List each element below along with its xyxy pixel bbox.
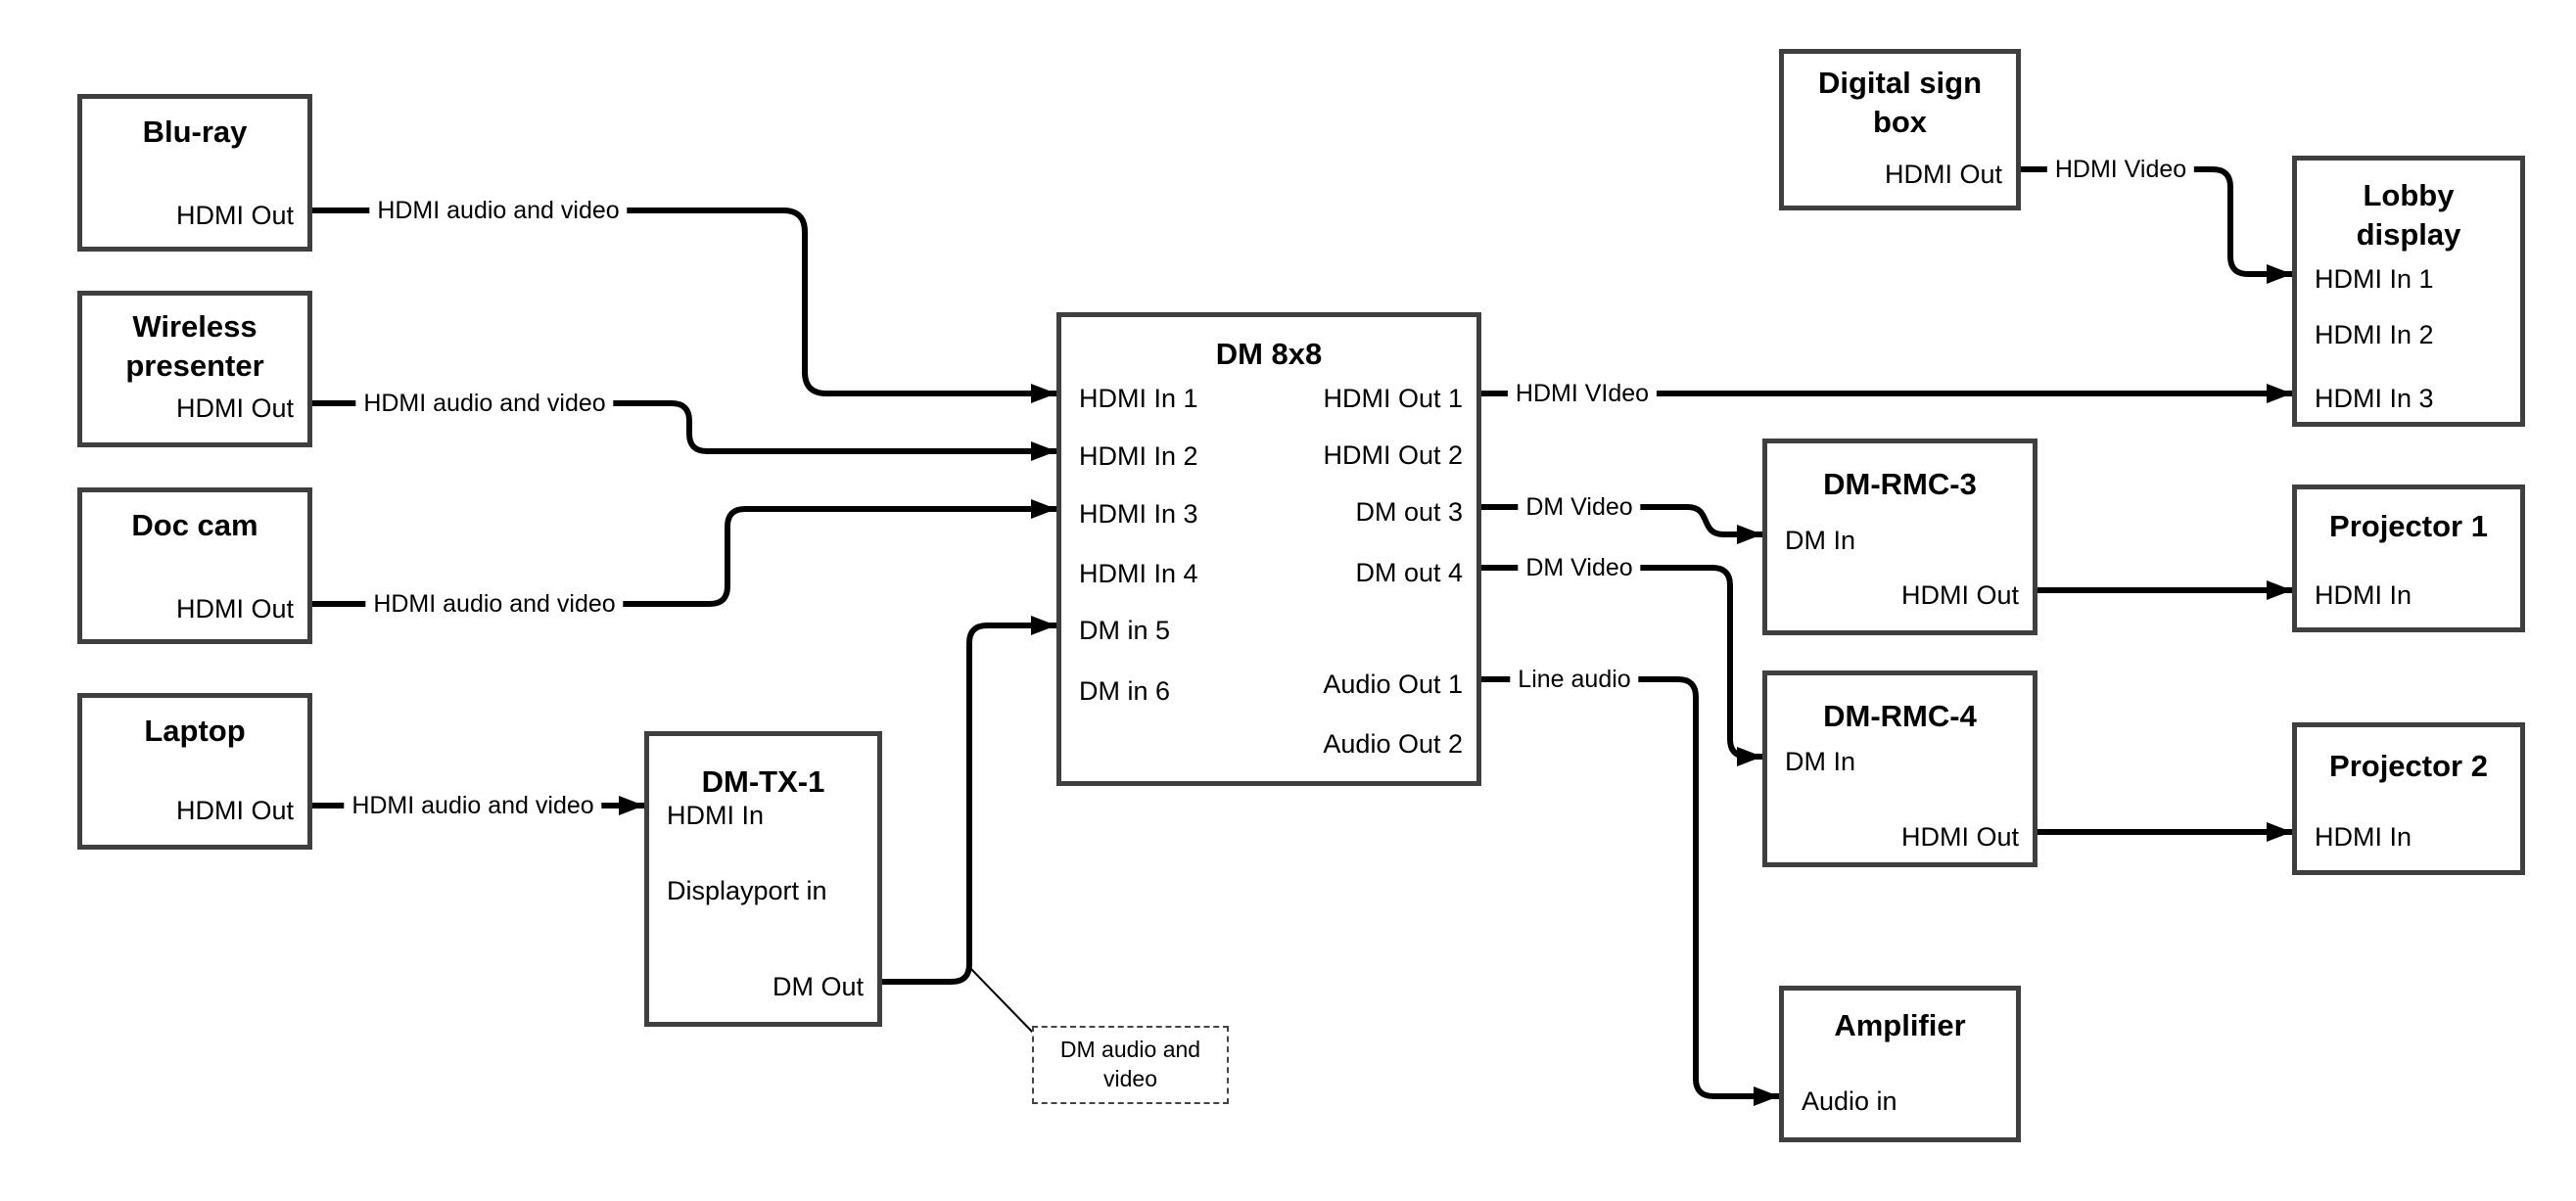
node-wireless-presenter[interactable]: Wireless presenter HDMI Out — [77, 291, 312, 447]
wire-dm8x8-out3-to-rmc3-dmin[interactable] — [1481, 504, 1762, 544]
port-rmc4-dm-in: DM In — [1785, 747, 1856, 776]
wire-label-hdmi-video-digisign: HDMI Video — [2046, 155, 2195, 184]
node-wireless-presenter-title: Wireless presenter — [125, 309, 264, 383]
node-dm-tx-1-title: DM-TX-1 — [701, 764, 825, 799]
port-dm8x8-hdmi-in-1: HDMI In 1 — [1079, 384, 1198, 413]
wire-label-doccam: HDMI audio and video — [365, 589, 624, 619]
port-dm8x8-audio-out-2: Audio Out 2 — [1323, 729, 1463, 759]
node-lobby-display[interactable]: Lobby display HDMI In 1 HDMI In 2 HDMI I… — [2292, 156, 2525, 427]
node-laptop-title: Laptop — [144, 714, 246, 748]
wire-bluray-to-dm8x8-in1[interactable] — [312, 208, 1056, 403]
node-bluray[interactable]: Blu-ray HDMI Out — [77, 94, 312, 252]
wire-dmtx1-dmout-to-dm8x8-in5[interactable] — [882, 616, 1056, 985]
port-dm8x8-hdmi-in-2: HDMI In 2 — [1079, 441, 1198, 471]
port-bluray-hdmi-out: HDMI Out — [175, 201, 294, 230]
port-lobby-hdmi-in-1: HDMI In 1 — [2315, 264, 2434, 294]
port-dmtx1-hdmi-in: HDMI In — [667, 801, 765, 830]
node-dm-rmc-3-title: DM-RMC-3 — [1823, 467, 1977, 501]
wire-label-dm-video-out4: DM Video — [1518, 553, 1641, 582]
node-amplifier-title: Amplifier — [1834, 1008, 1966, 1042]
wire-dm8x8-audio1-to-amp-audioin[interactable] — [1481, 676, 1779, 1106]
port-wireless-hdmi-out: HDMI Out — [175, 393, 294, 423]
node-doc-cam[interactable]: Doc cam HDMI Out — [77, 487, 312, 644]
node-bluray-title: Blu-ray — [142, 115, 248, 149]
port-rmc3-hdmi-out: HDMI Out — [1900, 580, 2019, 610]
port-dm8x8-hdmi-out-1: HDMI Out 1 — [1323, 384, 1463, 413]
port-lobby-hdmi-in-3: HDMI In 3 — [2315, 384, 2434, 413]
port-dm8x8-hdmi-out-2: HDMI Out 2 — [1323, 440, 1463, 470]
port-proj2-hdmi-in: HDMI In — [2315, 822, 2412, 852]
port-amp-audio-in: Audio in — [1802, 1086, 1897, 1116]
node-projector-2-title: Projector 2 — [2329, 749, 2488, 783]
port-dm8x8-dm-in-5: DM in 5 — [1079, 616, 1171, 645]
node-doc-cam-title: Doc cam — [131, 508, 258, 542]
node-projector-2[interactable]: Projector 2 HDMI In — [2292, 722, 2525, 875]
node-dm-8x8[interactable]: DM 8x8 HDMI In 1 HDMI In 2 HDMI In 3 HDM… — [1056, 312, 1481, 786]
wire-label-wireless: HDMI audio and video — [355, 389, 614, 418]
wire-dm8x8-out4-to-rmc4-dmin[interactable] — [1481, 565, 1762, 766]
wire-wireless-to-dm8x8-in2[interactable] — [312, 400, 1056, 461]
port-dm8x8-dm-out-4: DM out 4 — [1355, 558, 1463, 587]
note-leader-line — [968, 966, 1037, 1037]
wire-label-laptop: HDMI audio and video — [344, 791, 602, 820]
node-digital-sign-box[interactable]: Digital sign box HDMI Out — [1779, 49, 2021, 210]
wire-label-dm-video-out3: DM Video — [1518, 492, 1641, 522]
port-proj1-hdmi-in: HDMI In — [2315, 580, 2412, 610]
port-laptop-hdmi-out: HDMI Out — [175, 796, 294, 825]
port-dmtx1-displayport-in: Displayport in — [667, 876, 827, 905]
node-dm-tx-1[interactable]: DM-TX-1 HDMI In Displayport in DM Out — [644, 731, 882, 1027]
note-dm-audio-and-video[interactable]: DM audio and video — [1032, 1026, 1229, 1104]
wire-label-bluray: HDMI audio and video — [369, 196, 628, 225]
port-rmc4-hdmi-out: HDMI Out — [1900, 822, 2019, 852]
wire-digisign-to-lobby-in1[interactable] — [2021, 166, 2292, 284]
node-projector-1[interactable]: Projector 1 HDMI In — [2292, 485, 2525, 632]
port-dm8x8-audio-out-1: Audio Out 1 — [1323, 670, 1463, 699]
port-dmtx1-dm-out: DM Out — [772, 972, 864, 1001]
node-dm-rmc-4-title: DM-RMC-4 — [1823, 699, 1977, 733]
port-rmc3-dm-in: DM In — [1785, 526, 1856, 555]
wire-label-line-audio: Line audio — [1510, 665, 1639, 694]
node-dm-rmc-3[interactable]: DM-RMC-3 DM In HDMI Out — [1762, 439, 2037, 635]
node-amplifier[interactable]: Amplifier Audio in — [1779, 986, 2021, 1142]
node-dm-rmc-4[interactable]: DM-RMC-4 DM In HDMI Out — [1762, 670, 2037, 867]
port-dm8x8-hdmi-in-3: HDMI In 3 — [1079, 499, 1198, 529]
wire-doccam-to-dm8x8-in3[interactable] — [312, 499, 1056, 607]
node-digital-sign-box-title: Digital sign box — [1817, 66, 1983, 139]
node-projector-1-title: Projector 1 — [2329, 509, 2488, 543]
port-digisign-hdmi-out: HDMI Out — [1884, 160, 2002, 189]
port-lobby-hdmi-in-2: HDMI In 2 — [2315, 320, 2434, 349]
node-dm-8x8-title: DM 8x8 — [1215, 337, 1323, 371]
node-lobby-display-title: Lobby display — [2356, 178, 2461, 252]
note-text: DM audio and video — [1059, 1037, 1201, 1091]
port-dm8x8-hdmi-in-4: HDMI In 4 — [1079, 559, 1198, 588]
port-dm8x8-dm-out-3: DM out 3 — [1355, 497, 1463, 527]
port-doccam-hdmi-out: HDMI Out — [175, 594, 294, 624]
node-laptop[interactable]: Laptop HDMI Out — [77, 693, 312, 850]
port-dm8x8-dm-in-6: DM in 6 — [1079, 676, 1171, 706]
wire-label-hdmi-video-out1: HDMI VIdeo — [1507, 379, 1658, 408]
